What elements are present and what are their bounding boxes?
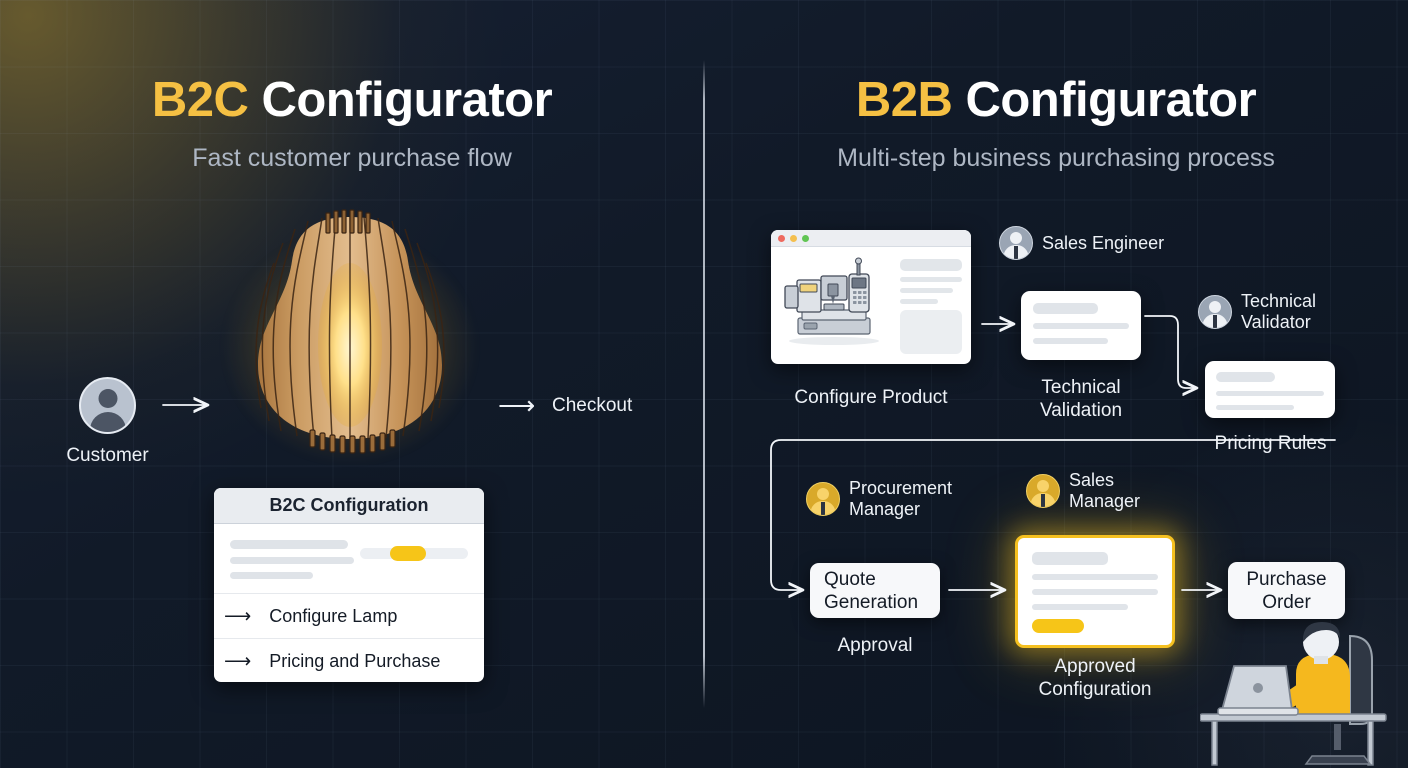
b2b-title: B2B Configurator [704, 72, 1408, 128]
customer-label: Customer [66, 445, 149, 466]
person-at-laptop-illustration [1200, 622, 1387, 766]
b2b-subtitle: Multi-step business purchasing process [837, 144, 1275, 172]
b2c-config-slider[interactable] [360, 546, 468, 561]
cnc-machine-icon [784, 257, 879, 345]
sales-engineer-avatar-icon [999, 226, 1033, 260]
approved-accent-pill [1032, 619, 1084, 633]
arrow-right-icon: ⟶ [224, 605, 252, 627]
browser-sidebar-skeleton [900, 256, 962, 354]
b2c-card-skeleton-group [230, 538, 354, 587]
customer-avatar [79, 377, 136, 434]
skeleton-block [900, 310, 962, 354]
skeleton-line [1032, 574, 1158, 580]
browser-title-bar [771, 230, 971, 247]
b2c-row-pricing-and-purchase[interactable]: ⟶ Pricing and Purchase [214, 638, 484, 682]
b2c-row-label: Configure Lamp [269, 605, 398, 626]
checkout-label: Checkout [552, 395, 633, 416]
role-sales-manager: Sales Manager [1026, 470, 1140, 512]
wooden-slat-lamp-icon [255, 209, 445, 454]
skeleton-line [900, 277, 962, 282]
b2c-title-accent: B2C [151, 73, 249, 127]
b2c-panel: B2C Configurator Fast customer purchase … [0, 72, 704, 682]
role-sales-engineer: Sales Engineer [999, 226, 1164, 260]
configure-product-caption: Configure Product [794, 387, 948, 408]
b2c-title: B2C Configurator [0, 72, 704, 128]
panel-divider [703, 60, 705, 708]
b2c-card-slider-row [230, 538, 468, 587]
quote-generation-label: Quote Generation [824, 568, 919, 613]
browser-content [771, 247, 971, 354]
b2c-title-rest: Configurator [248, 73, 553, 127]
approved-configuration-caption: Approved Configuration [1038, 656, 1152, 700]
skeleton-line [1032, 589, 1158, 595]
b2c-row-label: Pricing and Purchase [269, 650, 441, 671]
skeleton-line [1033, 338, 1108, 344]
role-label: Sales Manager [1069, 470, 1141, 511]
b2c-card-header: B2C Configuration [214, 488, 484, 524]
skeleton-line [1032, 604, 1128, 610]
role-procurement-manager: Procurement Manager [806, 478, 952, 520]
skeleton-line [900, 259, 962, 271]
skeleton-line [230, 557, 354, 564]
skeleton-line [230, 540, 348, 549]
avatar-head [98, 389, 117, 408]
technical-validator-avatar-icon [1198, 295, 1232, 329]
role-label: Technical Validator [1241, 291, 1317, 332]
arrow-right-icon: ⟶ [224, 650, 252, 672]
sales-manager-avatar-icon [1026, 474, 1060, 508]
role-label: Sales Engineer [1042, 232, 1165, 253]
skeleton-line [1033, 303, 1099, 314]
configure-product-browser-window[interactable] [771, 230, 971, 364]
approved-configuration-card[interactable] [1015, 535, 1175, 648]
arrow-to-checkout-icon: ⟶ [498, 390, 536, 420]
role-label: Procurement Manager [849, 478, 953, 519]
quote-generation-box[interactable]: Quote Generation [810, 563, 940, 618]
b2c-card-body [214, 524, 484, 587]
traffic-light-close-icon[interactable] [778, 234, 785, 242]
skeleton-line [230, 572, 313, 579]
lamp-illustration [176, 165, 524, 515]
skeleton-line [1216, 391, 1324, 396]
skeleton-line [1033, 323, 1129, 329]
traffic-light-minimize-icon[interactable] [790, 234, 797, 242]
role-technical-validator: Technical Validator [1198, 291, 1316, 333]
b2b-title-rest: Configurator [952, 73, 1257, 127]
technical-validation-caption: Technical Validation [1039, 377, 1123, 421]
pricing-rules-caption: Pricing Rules [1214, 433, 1327, 454]
skeleton-line [1216, 372, 1276, 382]
slider-knob[interactable] [390, 546, 427, 561]
b2b-title-accent: B2B [855, 73, 953, 127]
approval-caption: Approval [837, 635, 913, 656]
avatar-body [89, 412, 126, 432]
traffic-light-maximize-icon[interactable] [802, 234, 809, 242]
cnc-machine-illustration [778, 256, 892, 354]
skeleton-line [900, 288, 953, 293]
skeleton-line [1216, 405, 1294, 410]
b2b-panel: B2B Configurator Multi-step business pur… [704, 0, 1408, 768]
procurement-manager-avatar-icon [806, 482, 840, 516]
b2c-row-configure-lamp[interactable]: ⟶ Configure Lamp [214, 593, 484, 638]
b2c-configuration-card[interactable]: B2C Configuration ⟶ Configure Lamp [214, 488, 484, 682]
skeleton-line [1032, 552, 1108, 565]
skeleton-line [900, 299, 939, 304]
technical-validation-card[interactable] [1021, 291, 1141, 360]
pricing-rules-card[interactable] [1205, 361, 1335, 418]
